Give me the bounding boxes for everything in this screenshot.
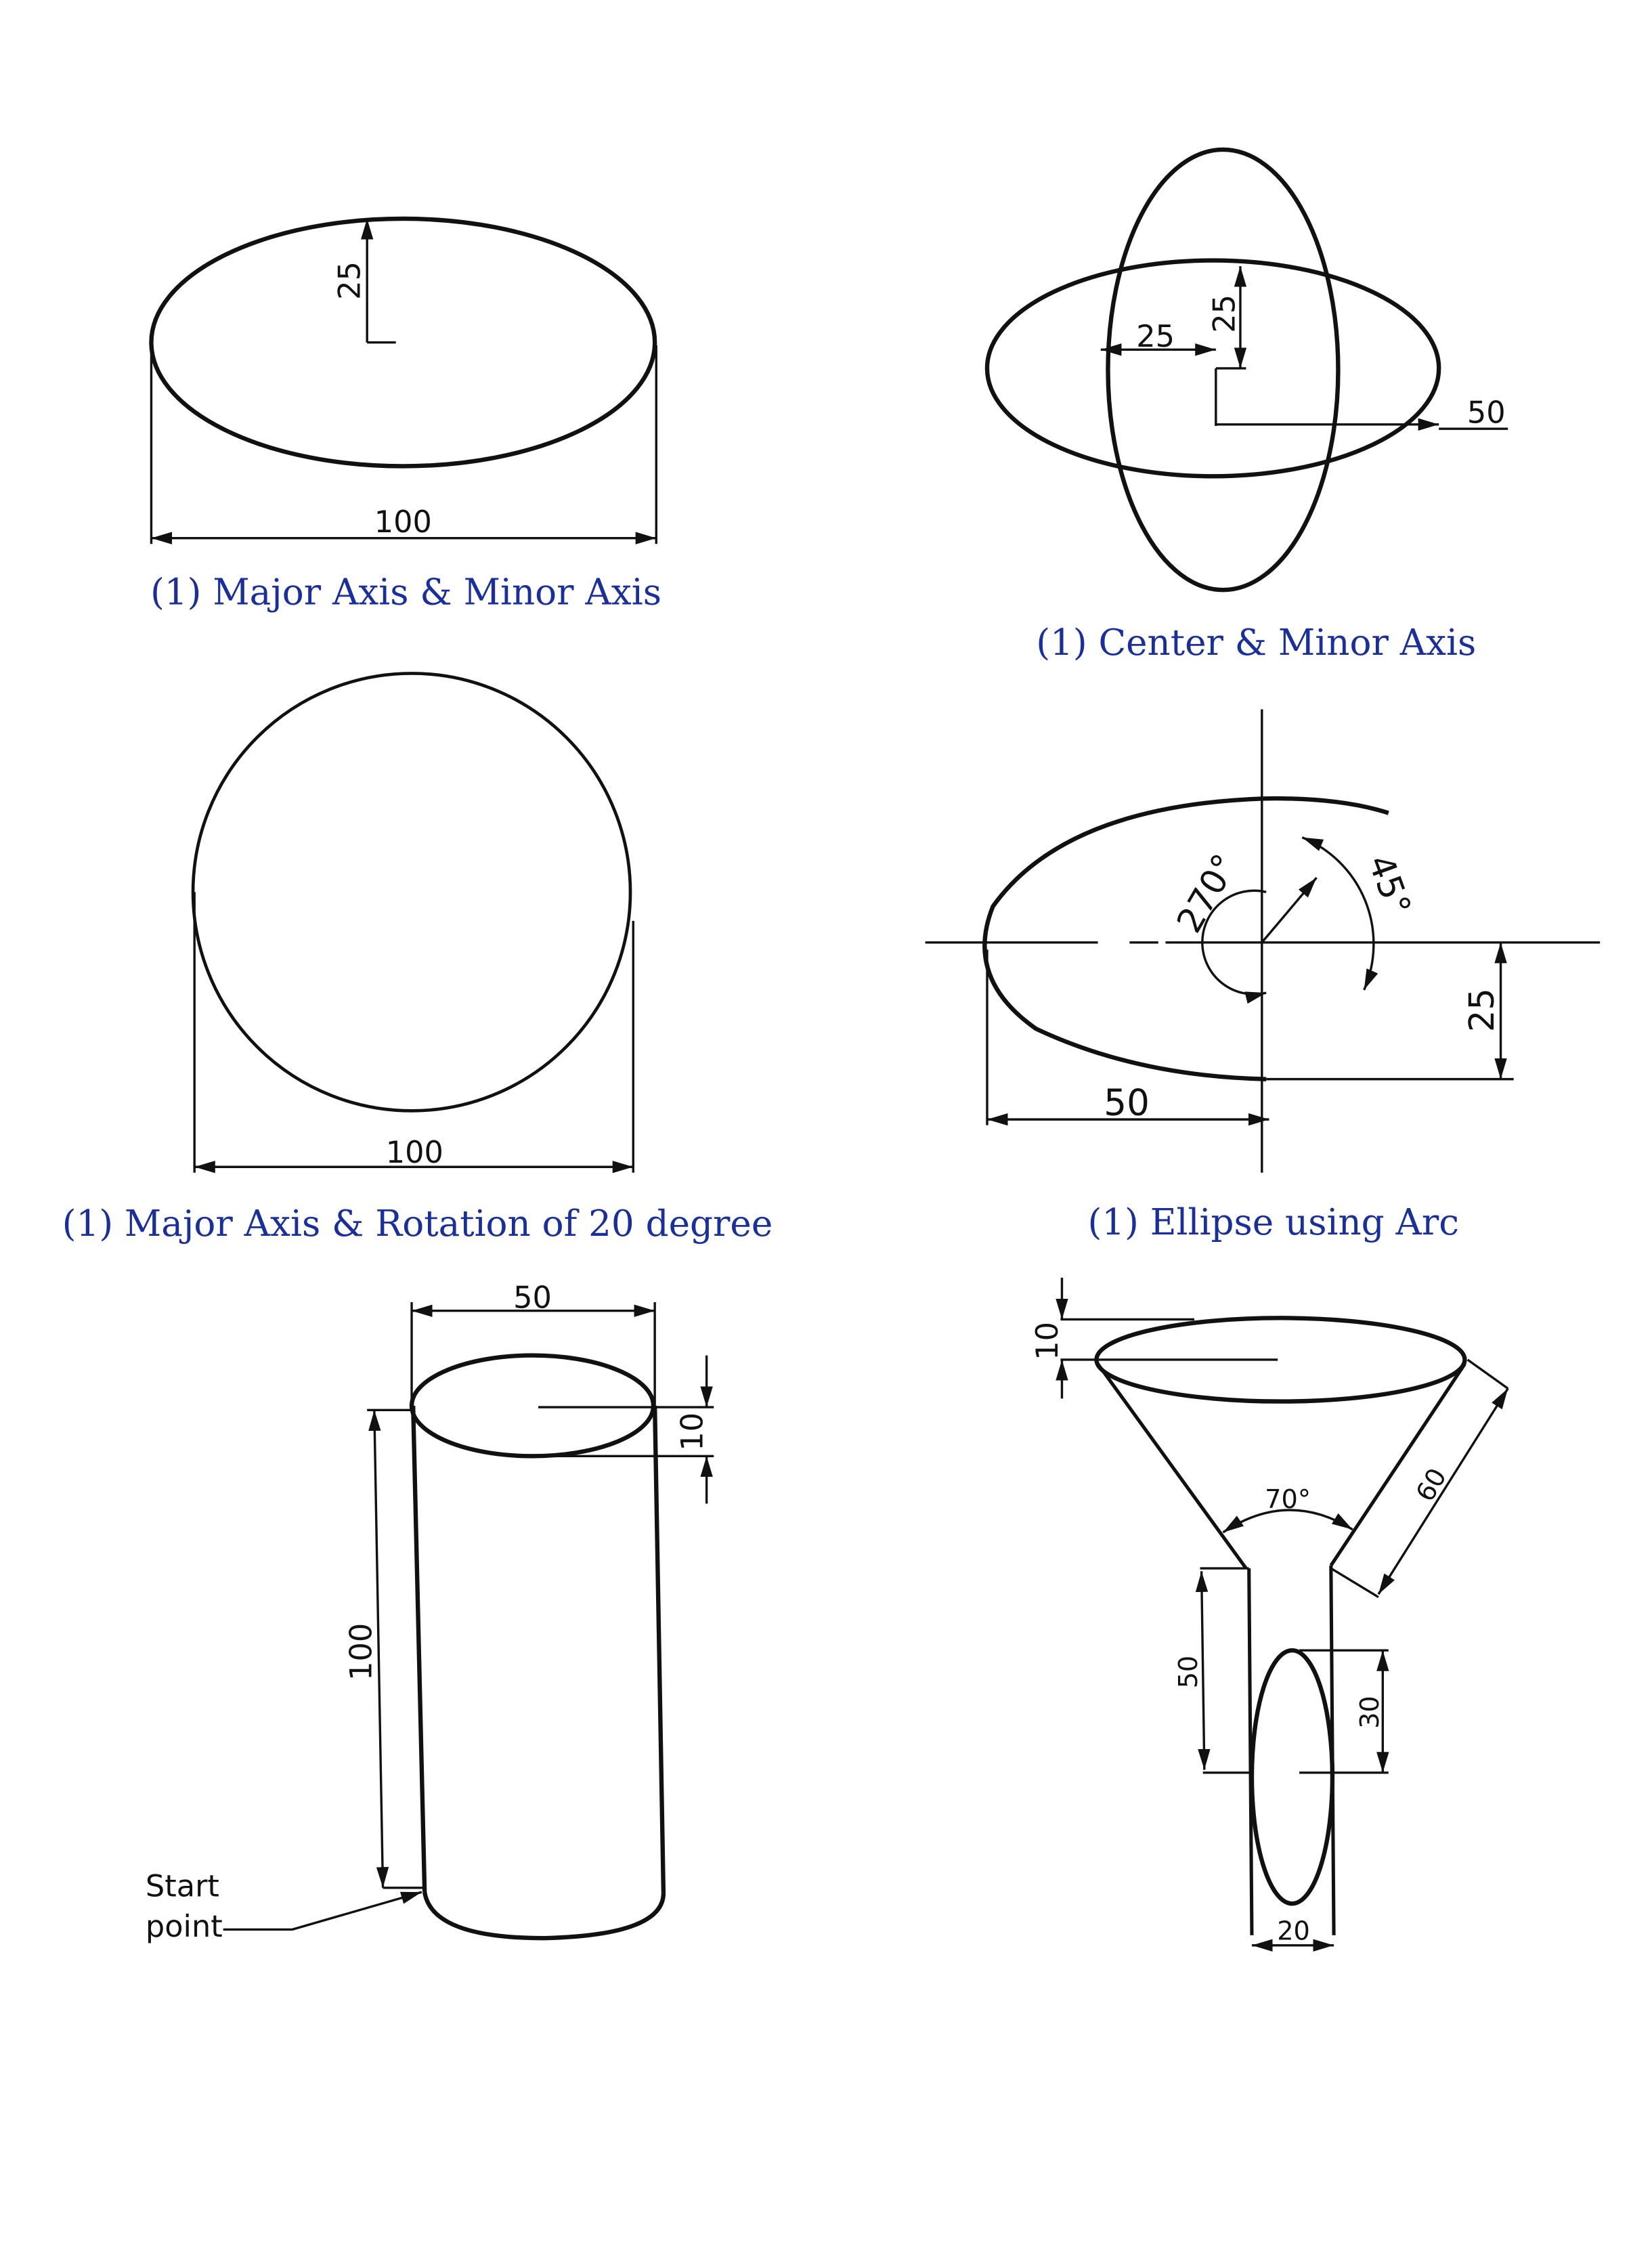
dimension-label: 20 — [1277, 1916, 1310, 1946]
caption: (1) Center & Minor Axis — [1036, 622, 1476, 664]
dimension-label: 50 — [513, 1280, 552, 1315]
panel-funnel: 10 70° 60 50 30 20 — [1030, 1277, 1509, 1952]
angle-arc-45 — [1301, 836, 1378, 991]
angle-arc-70 — [1222, 1509, 1353, 1534]
start-point-label: point — [146, 1909, 223, 1944]
radius-arrow — [1261, 877, 1318, 943]
dimension-line — [1377, 1387, 1509, 1595]
angle-label: 70° — [1265, 1485, 1311, 1515]
dimension-label: 50 — [1104, 1082, 1150, 1124]
panel-cylinder: 50 10 100 Start point — [146, 1280, 714, 1944]
dimension-label: 25 — [1136, 319, 1175, 354]
cylinder-bottom-arc — [422, 1891, 666, 1941]
angle-arc-270 — [1201, 889, 1267, 1004]
caption: (1) Major Axis & Minor Axis — [150, 571, 661, 613]
dimension-label: 10 — [1030, 1322, 1065, 1360]
panel-center-minor-axis: 25 25 50 (1) Center & Minor Axis — [984, 147, 1508, 664]
dimension-line — [368, 1410, 389, 1888]
leader-arrow — [223, 1891, 422, 1931]
cylinder-side — [652, 1405, 666, 1893]
caption: (1) Ellipse using Arc — [1088, 1201, 1459, 1243]
dimension-label: 100 — [386, 1135, 443, 1170]
cylinder-side — [410, 1405, 427, 1893]
dimension-label: 50 — [1174, 1656, 1204, 1689]
funnel-side — [1096, 1362, 1248, 1570]
dimension-label: 100 — [344, 1623, 379, 1681]
panel-ellipse-using-arc: 270° 45° 25 50 (1) Ellipse using Arc — [925, 709, 1601, 1243]
tube-side — [1247, 1568, 1254, 1935]
rotated-ellipse — [191, 672, 632, 1113]
extension-line — [1330, 1567, 1379, 1599]
dimension-label: 100 — [374, 504, 432, 540]
dimension-label: 25 — [332, 261, 368, 300]
dimension-line — [1195, 1571, 1211, 1770]
panel-major-axis-rotation: 100 (1) Major Axis & Rotation of 20 degr… — [62, 672, 773, 1245]
dimension-label: 10 — [674, 1413, 710, 1451]
dimension-label: 25 — [1207, 295, 1242, 333]
dimension-label: 30 — [1355, 1696, 1385, 1729]
small-ellipse — [1249, 1648, 1335, 1906]
cylinder-top-ellipse — [409, 1353, 656, 1459]
dimension-label: 25 — [1462, 988, 1502, 1032]
ellipse — [149, 216, 657, 469]
horizontal-ellipse — [984, 258, 1441, 479]
dimension-label: 60 — [1411, 1463, 1453, 1507]
start-point-label: Start — [146, 1869, 219, 1904]
funnel-side — [1329, 1362, 1466, 1567]
elliptical-arc — [982, 796, 1389, 1081]
caption: (1) Major Axis & Rotation of 20 degree — [62, 1203, 773, 1245]
panel-major-minor-axis: 25 100 (1) Major Axis & Minor Axis — [149, 216, 661, 613]
dimension-label: 50 — [1467, 395, 1506, 431]
extension-line — [1466, 1358, 1509, 1390]
vertical-ellipse — [1106, 147, 1341, 593]
